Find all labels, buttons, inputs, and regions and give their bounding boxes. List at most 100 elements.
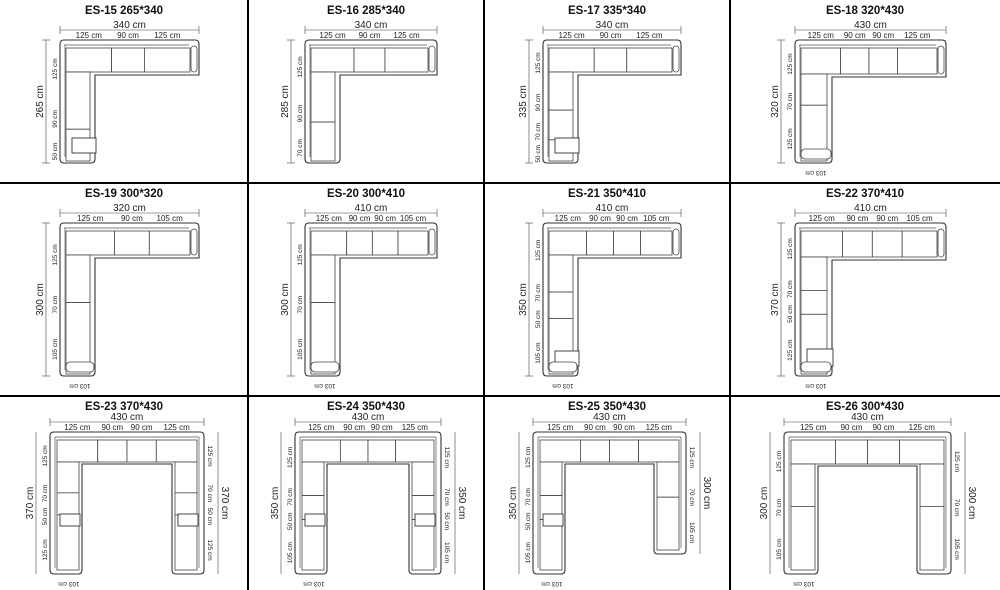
seat-cushion [65,47,112,73]
segment-label-left: 90 cm [535,94,542,112]
seat-cushion [548,230,587,256]
segment-label-right: 125 cm [688,447,695,468]
seat-cushion [56,461,80,494]
seat-cushion [126,439,157,463]
seat-cushion [656,496,680,551]
chaise-label: 103 cm [805,169,826,176]
height-dimension-label: 335 cm [518,85,529,118]
seat-cushion [174,461,198,494]
segment-label-left: 50 cm [787,305,794,323]
chaise-label: 103 cm [805,382,826,389]
seat-cushion [656,461,680,498]
segment-label-right: 105 cm [953,538,960,559]
sofa-outline [59,222,200,377]
chaise-label: 103 cm [314,382,335,389]
segment-label-top: 90 cm [131,423,153,432]
seat-cushion [397,230,429,256]
chaise-end [65,361,95,373]
segment-label-right: 70 cm [206,485,213,503]
segment-label-left: 125 cm [525,447,532,468]
segment-label-right: 105 cm [443,542,450,563]
seat-cushion [871,230,903,258]
segment-label-top: 125 cm [800,423,827,432]
segment-label-top: 125 cm [316,214,343,223]
seat-cushion [790,439,836,465]
sofa-outline [49,431,205,575]
segment-label-top: 125 cm [558,31,585,40]
chaise-end [800,361,832,373]
sofa-outline [794,39,947,164]
segment-label-right: 105 cm [688,522,695,543]
segment-label-left: 105 cm [776,538,783,559]
armrest [937,45,945,75]
seat-cushion [613,230,641,256]
height-dimension-label: 265 cm [35,85,46,118]
segment-label-top: 90 cm [101,423,123,432]
seat-cushion [384,47,429,73]
width-dimension-label: 410 cm [596,203,629,214]
seat-cushion [144,47,191,73]
segment-label-left: 105 cm [535,342,542,363]
segment-label-top: 90 cm [873,423,895,432]
grid-divider-vertical [483,0,485,590]
seat-cushion [842,230,873,258]
seat-cushion [65,254,91,303]
seat-cushion [367,439,397,463]
height-dimension-label: 370 cm [770,283,781,316]
segment-label-right: 125 cm [206,539,213,560]
segment-label-left: 70 cm [52,296,59,314]
segment-label-left: 70 cm [287,488,294,506]
segment-label-left: 70 cm [42,485,49,503]
height-dimension-label: 300 cm [35,283,46,316]
height-dimension-label: 350 cm [270,487,281,520]
segment-label-left: 125 cm [42,539,49,560]
seat-cushion [111,47,145,73]
segment-label-top: 90 cm [872,31,894,40]
seat-cushion [790,506,816,571]
grid-divider-horizontal [0,395,1000,397]
armrest [190,45,198,73]
ottoman [554,137,580,154]
sofa-outline [783,431,952,575]
seat-cushion [114,230,150,256]
segment-label-left: 125 cm [287,447,294,468]
seat-cushion [371,230,399,256]
segment-label-top: 125 cm [402,423,429,432]
segment-label-left: 70 cm [535,123,542,141]
seat-cushion [867,439,900,465]
armrest [428,45,436,73]
segment-label-left: 125 cm [787,238,794,259]
segment-label-right: 70 cm [443,488,450,506]
sofa-outline [294,431,442,575]
seat-cushion [301,519,325,571]
segment-label-left: 125 cm [776,451,783,472]
segment-label-top: 125 cm [308,423,335,432]
seat-cushion [790,463,816,507]
ottoman [59,513,81,527]
armrest [190,228,198,256]
segment-label-top: 125 cm [319,31,346,40]
ottoman [542,513,564,527]
seat-cushion [301,461,325,496]
segment-label-right: 125 cm [953,451,960,472]
right-height-dimension-label: 300 cm [701,477,712,510]
seat-cushion [593,47,628,73]
seat-cushion [640,230,673,256]
seat-cushion [835,439,868,465]
segment-label-left: 125 cm [535,240,542,261]
width-dimension-label: 430 cm [854,20,887,31]
segment-label-top: 90 cm [613,423,635,432]
chaise-end [310,361,340,373]
sofa-outline [304,222,438,377]
chaise-end [800,148,832,160]
width-dimension-label: 340 cm [355,20,388,31]
seat-cushion [310,71,336,123]
